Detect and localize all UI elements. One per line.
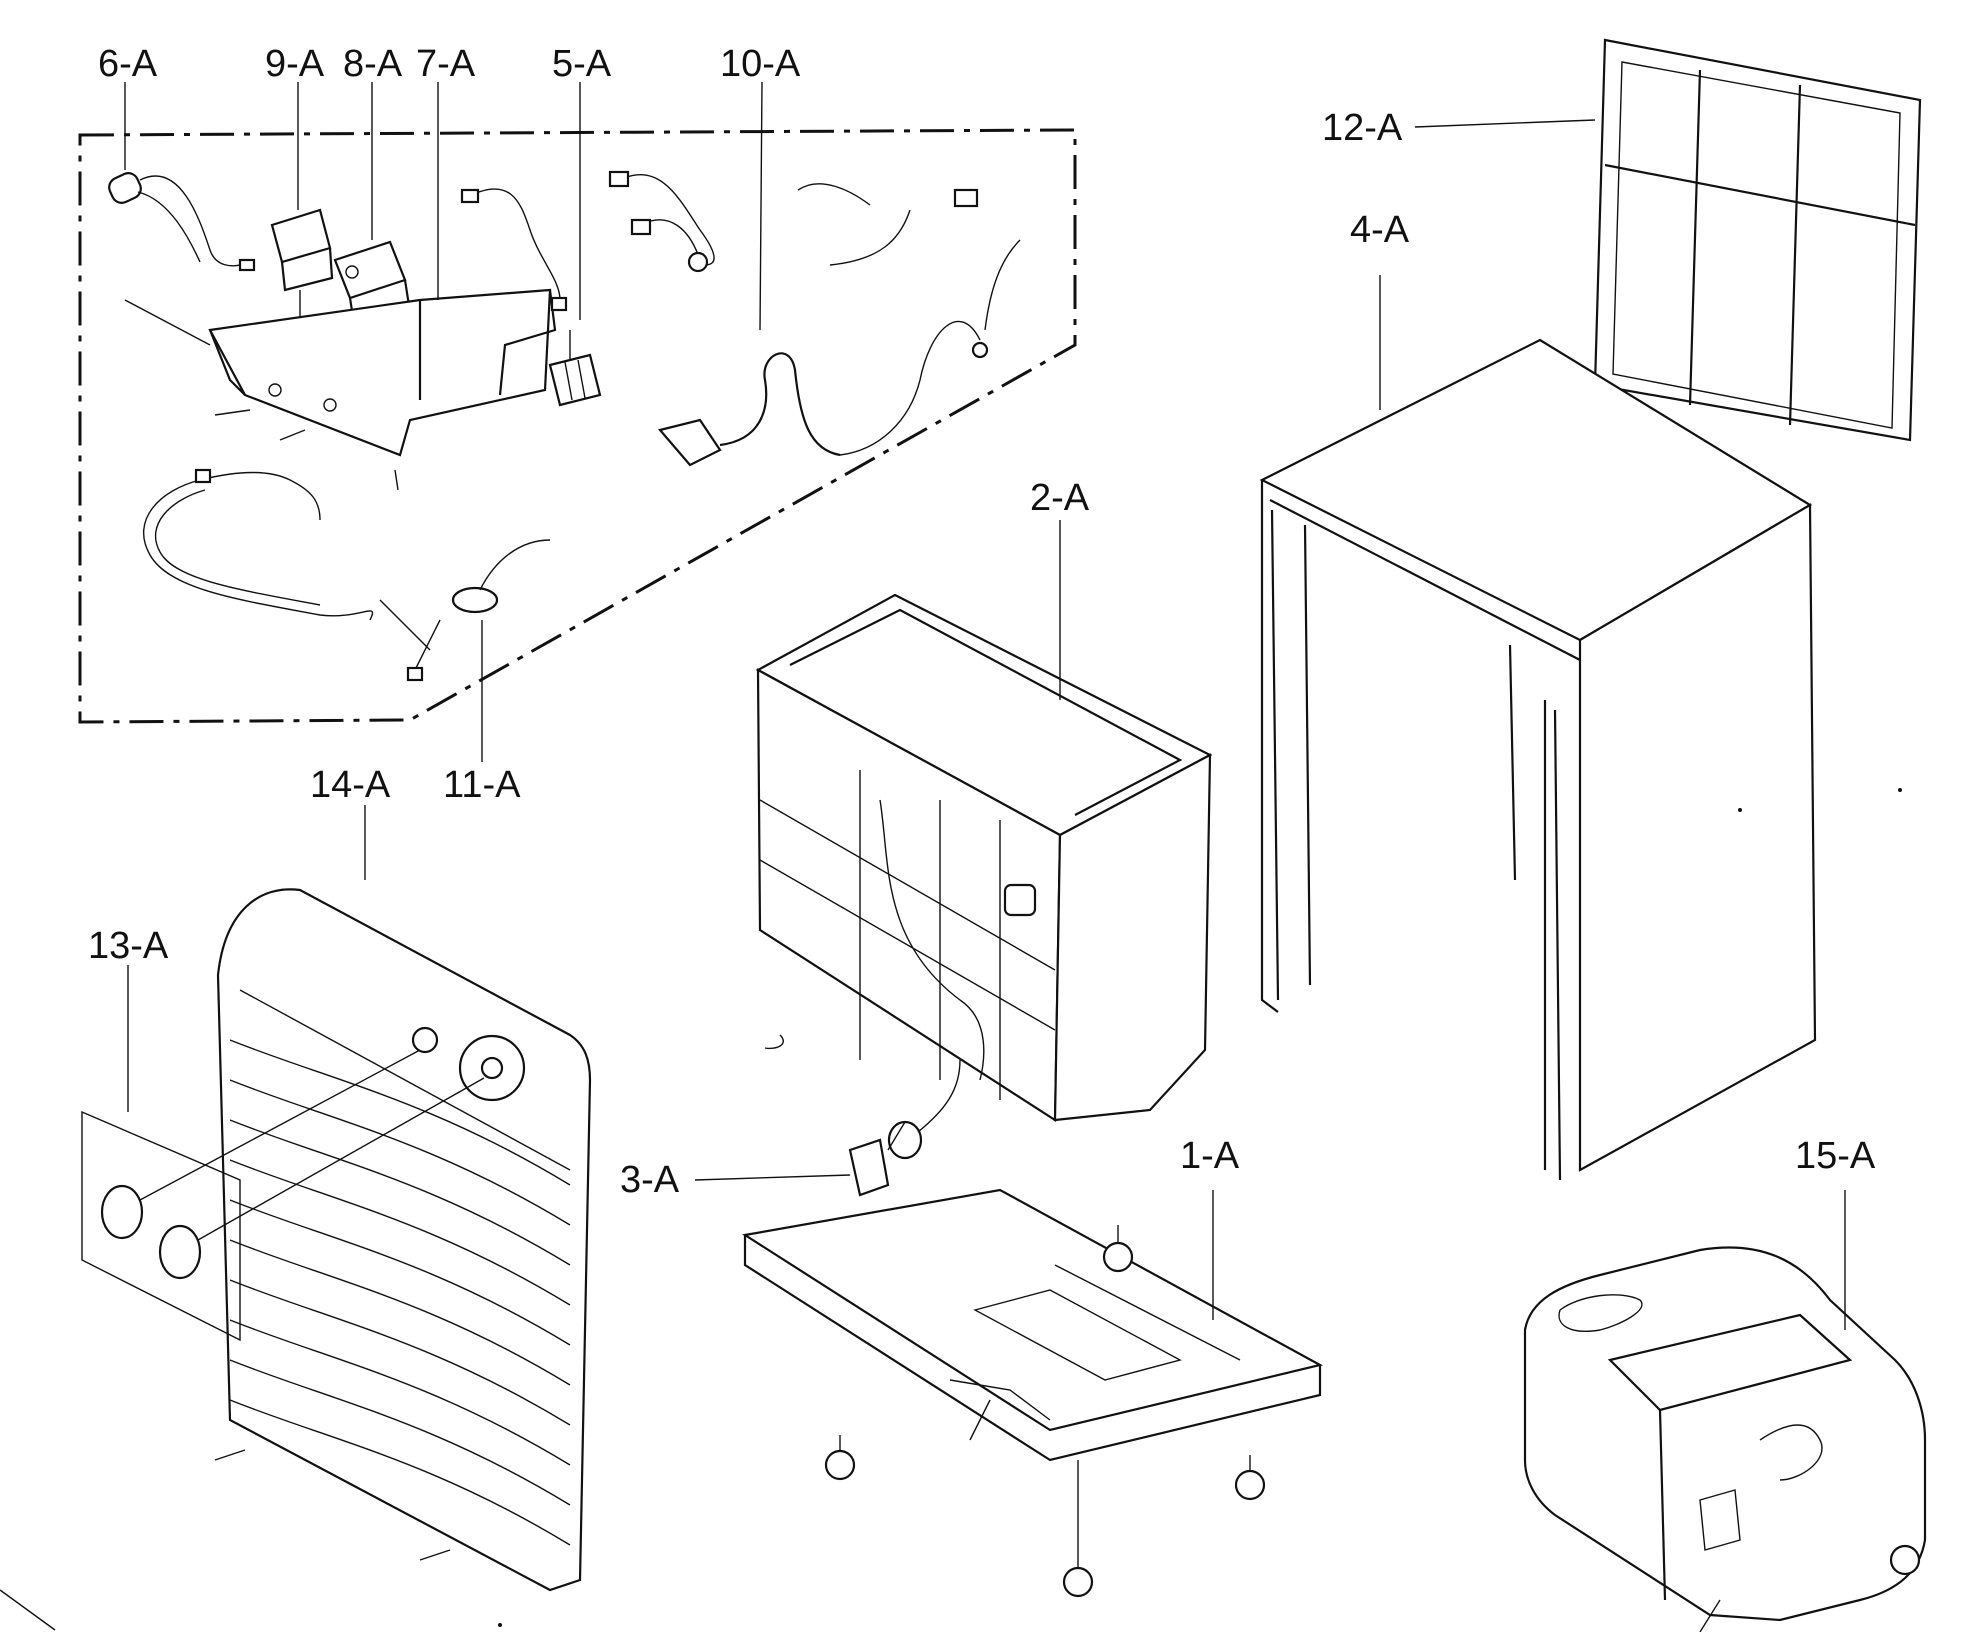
- label-1-a: 1-A: [1180, 1135, 1240, 1177]
- part-wire-harness-upper: [460, 188, 568, 312]
- electrical-group-boundary: [78, 128, 1077, 724]
- label-2-a: 2-A: [1030, 477, 1090, 519]
- part-1a-base-pan: [742, 1188, 1324, 1598]
- part-9a-relay: [270, 208, 334, 320]
- label-8-a: 8-A: [343, 43, 403, 85]
- part-14a-front-grille: [214, 888, 592, 1592]
- label-10-a: 10-A: [720, 43, 801, 85]
- part-12a-air-filter: [1593, 38, 1922, 442]
- part-4a-cabinet: [1259, 338, 1817, 1181]
- part-10a-power-cord: [658, 183, 1021, 467]
- label-7-a: 7-A: [416, 43, 476, 85]
- part-11a-wire-harness: [143, 468, 551, 682]
- part-15a-water-bucket: [1523, 1246, 1927, 1622]
- part-6a-capacitor: [108, 172, 256, 272]
- label-11-a: 11-A: [443, 764, 521, 806]
- label-5-a: 5-A: [552, 43, 612, 85]
- corner-marks: [0, 788, 1902, 1632]
- label-4-a: 4-A: [1350, 209, 1410, 251]
- part-labels: 6-A 9-A 8-A 7-A 5-A 10-A 12-A 4-A 2-A 14…: [88, 43, 1876, 1201]
- label-6-a: 6-A: [98, 43, 158, 85]
- label-3-a: 3-A: [620, 1159, 680, 1201]
- label-9-a: 9-A: [265, 43, 325, 85]
- part-7a-control-bracket: [124, 288, 557, 491]
- part-2a-frame: [755, 593, 1213, 1122]
- leader-lines: [124, 81, 1846, 1330]
- part-wire-harness-middle: [608, 170, 715, 273]
- label-14-a: 14-A: [310, 764, 391, 806]
- part-13a-knobs: [81, 1049, 485, 1342]
- label-15-a: 15-A: [1795, 1135, 1876, 1177]
- part-3a-float-switch: [848, 1059, 961, 1197]
- label-12-a: 12-A: [1322, 107, 1403, 149]
- part-5a-terminal-block: [548, 330, 602, 407]
- label-13-a: 13-A: [88, 925, 169, 967]
